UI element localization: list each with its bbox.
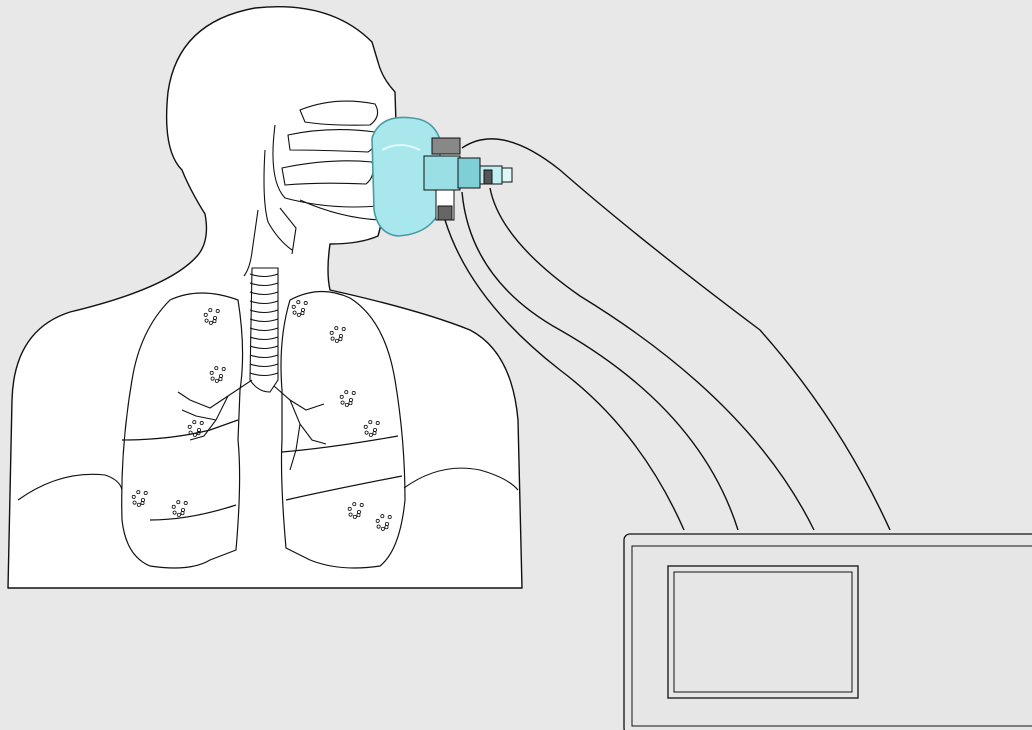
monitor-screen <box>668 566 858 698</box>
trachea <box>250 268 278 392</box>
flow-sensor-assembly <box>424 138 512 220</box>
monitor-unit <box>624 534 1032 730</box>
cable-3 <box>490 188 814 530</box>
cable-4 <box>462 139 890 530</box>
